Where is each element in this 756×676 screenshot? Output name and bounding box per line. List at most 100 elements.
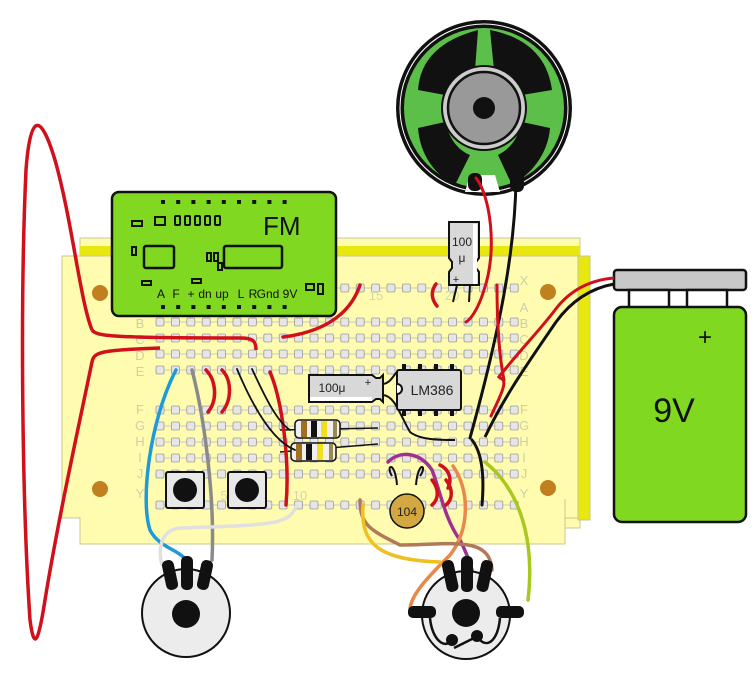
fm-pin-label: F	[172, 287, 179, 301]
hole	[494, 421, 504, 431]
hole	[155, 453, 165, 463]
hole	[247, 317, 257, 327]
speaker	[396, 20, 572, 196]
chip-pins	[402, 364, 454, 416]
hole	[155, 437, 165, 447]
hole	[494, 453, 504, 463]
fm-pin-dots	[161, 200, 287, 309]
chip-pin	[418, 364, 422, 371]
hole	[371, 365, 381, 375]
hole	[263, 453, 273, 463]
fm-pin-label: up	[215, 287, 229, 301]
row-label: E	[136, 364, 145, 379]
row-label: I	[138, 450, 142, 465]
hole	[432, 349, 442, 359]
switch-lever	[453, 634, 479, 650]
hole	[155, 317, 165, 327]
hole	[340, 283, 350, 293]
cap-h-value: 100μ	[319, 381, 346, 395]
column-number: 20	[445, 288, 459, 303]
smd-part	[305, 283, 315, 291]
hole	[294, 365, 304, 375]
hole	[186, 349, 196, 359]
pin-dot	[191, 305, 196, 309]
hole	[278, 365, 288, 375]
hole	[247, 437, 257, 447]
hole	[478, 405, 488, 415]
fm-pin-label: A	[157, 287, 165, 301]
battery-terminal	[685, 288, 729, 310]
wire-red-short	[220, 368, 232, 414]
hole	[371, 283, 381, 293]
cap-lead	[468, 284, 471, 303]
hole	[232, 437, 242, 447]
battery-label: 9V	[653, 392, 695, 430]
row-label: C	[519, 332, 528, 347]
wire-speaker-black	[468, 178, 518, 440]
antenna-wire	[20, 123, 161, 641]
cap-h-polarity: +	[365, 377, 371, 389]
button-cap	[173, 478, 197, 502]
hole	[340, 333, 350, 343]
hole	[371, 500, 381, 510]
pot-pin	[461, 556, 473, 592]
hole	[371, 333, 381, 343]
smd-part	[194, 215, 201, 226]
hole	[217, 500, 227, 510]
hole	[278, 317, 288, 327]
fm-title: FM	[263, 211, 301, 241]
resistors	[279, 419, 379, 462]
row-label: G	[135, 418, 145, 433]
hole	[340, 317, 350, 327]
hole	[324, 349, 334, 359]
band	[321, 421, 327, 437]
hole	[186, 437, 196, 447]
column-number: 15	[369, 288, 383, 303]
pin-dot	[267, 200, 272, 204]
hole	[478, 349, 488, 359]
wire-grey	[190, 368, 215, 562]
hole	[186, 317, 196, 327]
switch-pin	[496, 606, 524, 618]
column-number: 5	[220, 488, 227, 503]
mounting-hole	[92, 481, 108, 497]
wire-red	[268, 370, 289, 507]
pin-dot	[161, 305, 165, 309]
hole	[309, 317, 319, 327]
hole	[340, 453, 350, 463]
button-cap	[235, 478, 259, 502]
hole	[309, 500, 319, 510]
hole	[509, 365, 519, 375]
hole	[294, 317, 304, 327]
pot-pin	[476, 560, 494, 592]
hole	[371, 453, 381, 463]
hole	[263, 405, 273, 415]
pin-dot	[252, 305, 257, 309]
hole	[217, 349, 227, 359]
row-label: F	[520, 402, 528, 417]
pot-pin	[181, 556, 193, 590]
hole	[417, 283, 427, 293]
fm-pin-label: L	[238, 287, 245, 301]
hole	[371, 349, 381, 359]
hole	[294, 469, 304, 479]
hole	[371, 317, 381, 327]
hole	[170, 317, 180, 327]
pin-dot	[176, 200, 181, 204]
hole	[509, 469, 519, 479]
row-label: C	[135, 332, 144, 347]
mounting-hole	[540, 284, 556, 300]
row-label: J	[521, 466, 528, 481]
hole	[401, 437, 411, 447]
hole	[355, 317, 365, 327]
capacitor-vertical: 100 μ +	[448, 221, 480, 303]
hole	[448, 317, 458, 327]
battery: + 9V	[612, 268, 748, 524]
hole	[401, 349, 411, 359]
smd-part	[214, 215, 221, 226]
row-label: Y	[136, 486, 145, 501]
hole	[232, 349, 242, 359]
hole	[432, 317, 442, 327]
hole	[340, 500, 350, 510]
hole	[247, 349, 257, 359]
